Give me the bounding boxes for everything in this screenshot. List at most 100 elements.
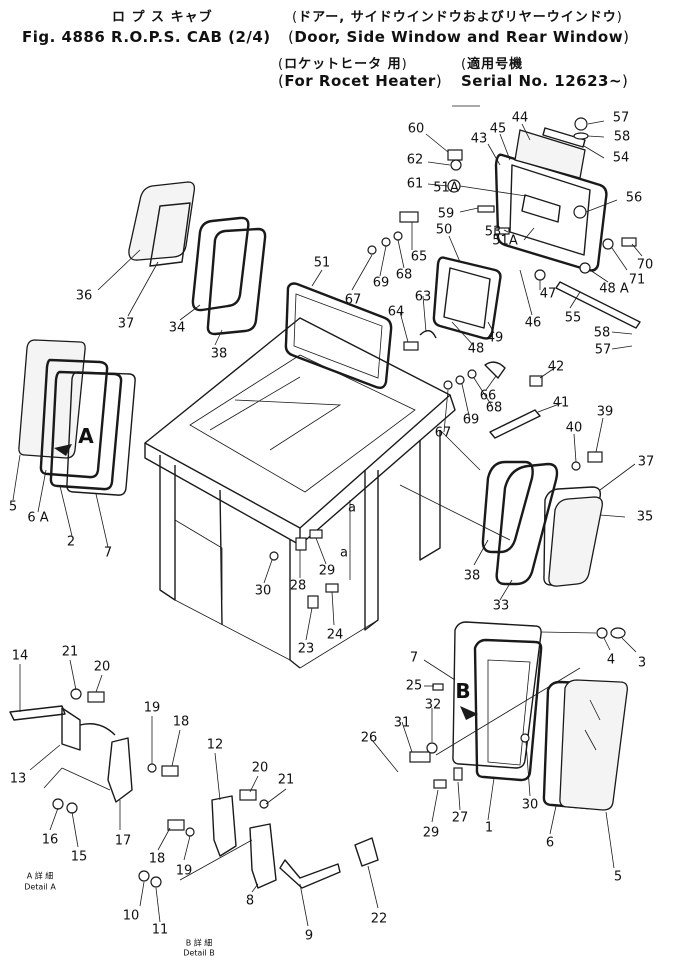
close-paren: ) [623, 28, 630, 46]
open-paren: ( [288, 28, 295, 46]
part-label-p37b: 37 [637, 454, 655, 470]
leader [299, 883, 309, 927]
nut-56 [573, 205, 587, 219]
close-paren: ) [435, 72, 443, 90]
window-51 [284, 282, 393, 390]
leader [540, 631, 597, 634]
pillar-right [364, 470, 379, 631]
glass-36 [128, 181, 196, 261]
roof-hatch [234, 399, 342, 451]
part-label-p56: 56 [625, 190, 643, 206]
part-label-p21b: 21 [277, 772, 295, 788]
part-label-p10: 10 [122, 908, 140, 924]
detail-a-caption: Detail A [24, 882, 56, 892]
frame-7b [452, 621, 542, 769]
leader [583, 145, 605, 159]
leader [183, 835, 191, 861]
washer-68a [393, 231, 403, 241]
part-label-p6a: 6 A [27, 510, 49, 526]
frame-37a [149, 202, 191, 267]
nut-47 [534, 269, 546, 281]
leader [573, 433, 577, 463]
leader [487, 777, 495, 821]
part-label-p54: 54 [612, 150, 630, 166]
leader [473, 377, 493, 407]
part-label-p46: 46 [524, 315, 542, 331]
glass-5a [18, 339, 86, 459]
leader [71, 811, 79, 848]
part-label-p42: 42 [547, 359, 565, 375]
figure-title: Fig. 4886 R.O.P.S. CAB (2/4) [22, 28, 271, 46]
part-label-p63: 63 [414, 289, 432, 305]
part-label-p14: 14 [11, 648, 29, 664]
leader [569, 291, 581, 309]
frame-34 [191, 216, 250, 312]
part-label-p37a: 37 [117, 316, 135, 332]
leader [523, 227, 535, 241]
rear-glass-44 [514, 129, 586, 179]
cab-bottom-right [299, 619, 379, 669]
part-label-p17: 17 [114, 833, 132, 849]
part-label-p39: 39 [596, 404, 614, 420]
leader [605, 811, 615, 869]
detail-b-caption-jp: B 詳 細 [185, 938, 213, 948]
close-paren: ) [401, 57, 408, 72]
bolt-24 [325, 583, 339, 593]
detail-a-callout: A [78, 424, 94, 448]
leader [587, 135, 605, 138]
washer-11 [150, 876, 162, 888]
cap-3 [610, 627, 626, 639]
part-label-p9: 9 [304, 928, 314, 944]
leader [97, 249, 141, 291]
part-label-p64: 64 [387, 304, 405, 320]
open-paren: ( [461, 57, 468, 72]
leader [171, 729, 181, 767]
leader [49, 807, 59, 831]
part-label-p61: 61 [406, 176, 424, 192]
detail-b-caption: Detail B [183, 948, 215, 958]
leader [631, 243, 643, 257]
leader [603, 637, 611, 651]
clip-66 [484, 361, 506, 379]
part-label-p29a: 29 [318, 563, 336, 579]
arrow-a-icon [54, 444, 72, 456]
frame-2 [49, 370, 123, 491]
leader [611, 331, 633, 335]
right-door-assembly [452, 621, 628, 811]
part-label-p71: 71 [628, 272, 646, 288]
serial-note-text: Serial No. 12623~ [461, 72, 623, 90]
leader [423, 659, 456, 681]
striker-17 [107, 737, 133, 803]
frame-7a [66, 371, 136, 496]
frame-50 [432, 256, 502, 340]
washer-32 [426, 742, 438, 754]
serial-note: Serial No. 12623~) [461, 72, 628, 90]
part-label-p47: 47 [539, 286, 557, 302]
nut-10 [138, 870, 150, 882]
part-label-p53: 53 [484, 224, 502, 240]
leader [12, 454, 21, 501]
subtitle-jp-text: ドアー, サイドウインドウおよびリヤーウインドウ [298, 10, 617, 25]
alignment-mark-a: a [348, 500, 356, 516]
part-label-p15: 15 [70, 849, 88, 865]
bolt-53 [494, 227, 510, 235]
part-label-p58a: 58 [613, 129, 631, 145]
frame-6a [39, 358, 109, 479]
left-upper-windows [128, 181, 267, 336]
leader [425, 133, 449, 153]
part-label-p45: 45 [489, 121, 507, 137]
washer-69a [381, 237, 391, 247]
leader [351, 254, 373, 291]
nut-62 [450, 159, 462, 171]
rod [79, 723, 116, 736]
leader [43, 767, 63, 789]
part-label-p51: 51 [313, 255, 331, 271]
nut-21a [70, 688, 82, 700]
washer-58a [573, 132, 589, 140]
part-label-p70: 70 [636, 257, 654, 273]
door-1 [473, 638, 543, 782]
part-label-p69a: 69 [372, 275, 390, 291]
part-label-p30a: 30 [254, 583, 272, 599]
part-label-p68a: 68 [395, 267, 413, 283]
open-paren: ( [278, 72, 285, 90]
